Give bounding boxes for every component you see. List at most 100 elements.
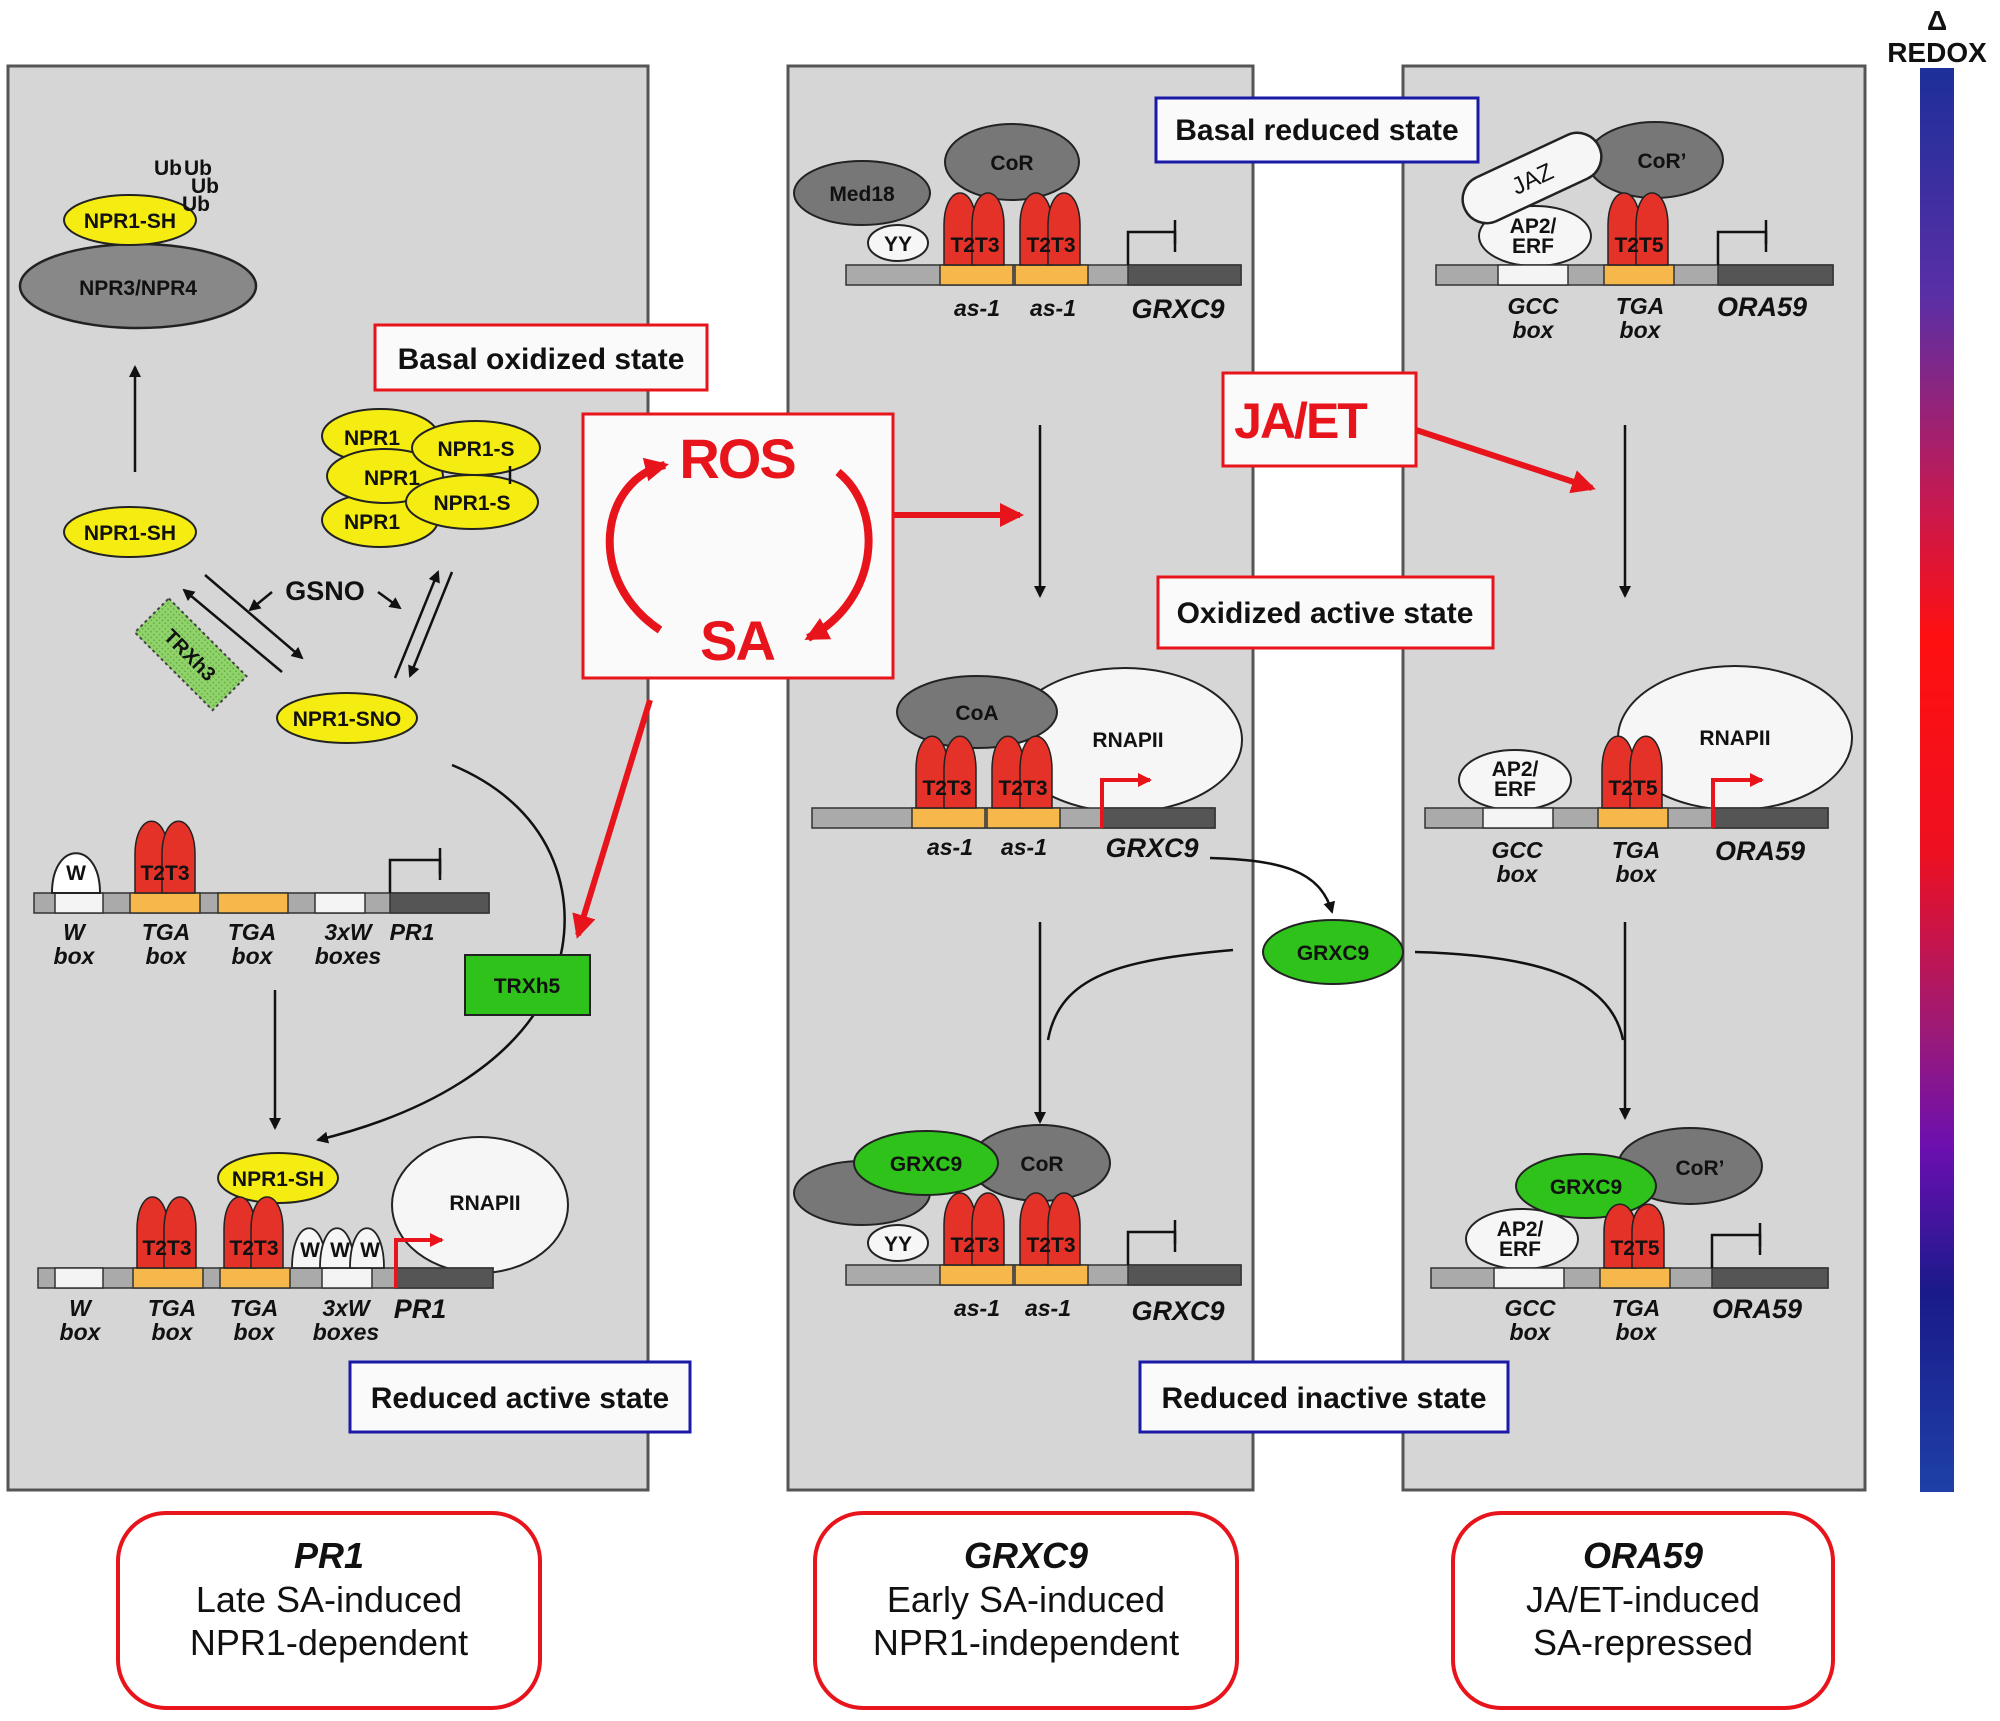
pr1-summary-line2: NPR1-dependent [190,1622,468,1663]
cor-prime-label: CoR’ [1676,1157,1725,1180]
npr1-sh-top-ellipse [63,194,197,246]
npr1-s-label: NPR1-S [433,492,510,515]
rnapii-label: RNAPII [449,1192,520,1215]
w-label: W [66,862,86,885]
ora59-gene-label: ORA59 [1717,292,1807,322]
coa-label: CoA [955,702,998,725]
sa-label: SA [700,609,774,672]
npr1-s-label: NPR1-S [437,438,514,461]
rnapii-label: RNAPII [1092,729,1163,752]
tga-box-label: TGA [228,919,277,945]
t2t3-label: T2T3 [950,1234,999,1257]
npr1-sh-bound-ellipse [217,1152,339,1204]
cor-prime-label: CoR’ [1638,150,1687,173]
grxc9-gene-label: GRXC9 [1131,1296,1224,1326]
tga-box-label: TGA [1612,837,1661,863]
yy-label: YY [884,1233,912,1256]
cor-label: CoR [1020,1153,1063,1176]
w-label: W [300,1239,320,1262]
med18-label: Med18 [829,183,895,206]
grxc9-summary-box [813,1511,1239,1710]
sa-to-ros-arrow [605,457,669,634]
redox-delta-symbol: Δ [1927,5,1947,36]
oxidized-active-state-box [1156,575,1495,650]
sa-to-trxh5-arrow [572,699,653,939]
npr1-label: NPR1 [364,467,420,490]
ros-label: ROS [679,427,795,490]
ub-label: Ub [191,175,219,198]
pr1-summary-box [116,1511,542,1710]
t2t3-label: T2T3 [140,862,189,885]
as1-label: as-1 [1030,295,1076,321]
w-box-label: box [54,943,96,969]
pr1-promoter-inactive: W T2T3 [33,820,490,914]
redox-label: REDOX [1887,37,1987,68]
yy-label: YY [884,233,912,256]
tga-box-label: TGA [1612,1295,1661,1321]
grxc9-protein-ellipse [1262,919,1404,985]
gsno-arrow-left [248,591,273,612]
t2t3-label: T2T3 [922,777,971,800]
jaet-box [1221,371,1418,468]
reduced-active-state-label: Reduced active state [371,1382,669,1415]
cor-label: CoR [990,152,1033,175]
gcc-box-label: GCC [1491,837,1543,863]
grxc9-promoter-active: RNAPII CoA T2T3 T2T3 [811,667,1243,829]
tga-box-label: TGA [142,919,191,945]
ros-to-sa-arrow [804,468,873,642]
gsno-arrow-right [377,590,402,610]
tga-box-label: box [232,943,274,969]
npr1-degradation-group: NPR3/NPR4 NPR1-SH Ub Ub Ub Ub [18,157,258,330]
pr1-promoter-active: RNAPII NPR1-SH T2T3 T2T3 W W W [37,1136,569,1289]
as1-label: as-1 [1025,1295,1071,1321]
ap2-erf-label: AP2/ [1510,215,1557,238]
grxc9-promoter-repressed: CoR GRXC9 YY T2T3 T2T3 [793,1124,1242,1286]
npr1-label: NPR1 [344,427,400,450]
w-box-label: W [69,1295,93,1321]
ub-label: Ub [154,157,182,180]
tga-box-label: box [1616,1319,1658,1345]
grxc9-protein-label: GRXC9 [1297,942,1369,965]
basal-reduced-state-box [1154,96,1480,164]
npr1-sno-label: NPR1-SNO [293,708,402,731]
ora59-promoter-basal: CoR’ AP2/ ERF JAZ T2T5 [1435,121,1834,286]
arrow-sno-to-sh [182,588,283,673]
ap2-erf-label: ERF [1512,235,1554,258]
npr1-oligomer-group: NPR1 NPR1 NPR1 NPR1-S NPR1-S [321,408,541,548]
ap2-erf-label: ERF [1499,1238,1541,1261]
grxc9-bound-label: GRXC9 [890,1153,962,1176]
tga-box-label: box [1616,861,1658,887]
ora59-summary-title: ORA59 [1583,1535,1703,1576]
grxc9-gene-label: GRXC9 [1131,294,1224,324]
grxc9-summary-line1: Early SA-induced [887,1579,1165,1620]
ap2-erf-label: ERF [1494,778,1536,801]
grxc9-expression-arrow [1209,856,1336,914]
npr1-sh-label: NPR1-SH [84,522,176,545]
as1-label: as-1 [954,295,1000,321]
t2t3-label: T2T3 [1026,1234,1075,1257]
grxc9-gene-label: GRXC9 [1105,833,1198,863]
t2t5-label: T2T5 [1614,234,1663,257]
grxc9-right-curve [1414,950,1625,1041]
tga-box-label: box [152,1319,194,1345]
ros-sa-box [581,412,895,680]
ap2-erf-label: AP2/ [1492,758,1539,781]
gcc-box-label: GCC [1507,293,1559,319]
npr1-sh-top-label: NPR1-SH [84,210,176,233]
npr1-sno-ellipse [276,692,418,744]
gcc-box-label: box [1510,1319,1552,1345]
gcc-box-label: GCC [1504,1295,1556,1321]
ora59-summary-line2: SA-repressed [1533,1622,1753,1663]
npr1-sh-ellipse [63,506,197,558]
pr1-gene-label: PR1 [394,1294,447,1324]
ub-label: Ub [182,193,210,216]
ora59-promoter-repressed: CoR’ AP2/ ERF GRXC9 T2T5 [1430,1127,1829,1289]
npr1-sh-bound-label: NPR1-SH [232,1168,324,1191]
arrow-sno-to-oligomer [393,570,440,679]
t2t3-label: T2T3 [142,1237,191,1260]
t2t3-label: T2T3 [950,234,999,257]
npr1-label: NPR1 [344,511,400,534]
ora59-gene-label: ORA59 [1712,1294,1802,1324]
w-box-label: box [60,1319,102,1345]
